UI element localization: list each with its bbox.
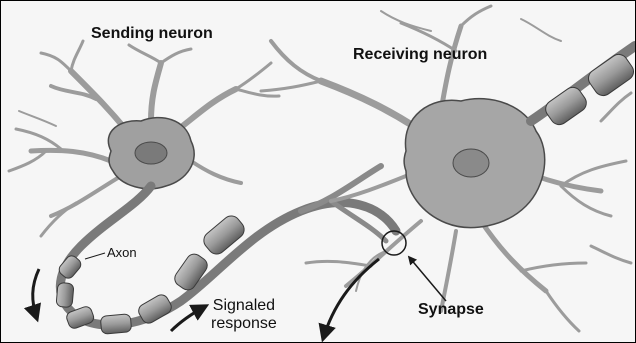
- signaled-response-line-2: response: [211, 315, 277, 333]
- signaled-response-line-1: Signaled: [211, 297, 277, 315]
- signal-arrow-right: [171, 306, 206, 331]
- receiving-neuron-body: [404, 99, 545, 228]
- sending-neuron-body: [108, 118, 194, 189]
- synapse-label: Synapse: [418, 301, 484, 319]
- sending-neuron-label: Sending neuron: [91, 25, 213, 43]
- receiving-neuron-axon: [531, 46, 635, 128]
- receiving-neuron-label: Receiving neuron: [353, 46, 487, 64]
- response-arrow: [323, 259, 379, 339]
- axon-label: Axon: [107, 246, 137, 260]
- signal-arrow-down: [33, 269, 39, 319]
- synapse-pointer: [409, 257, 446, 301]
- axon-pointer: [85, 253, 105, 259]
- signaled-response-label: Signaled response: [211, 297, 277, 332]
